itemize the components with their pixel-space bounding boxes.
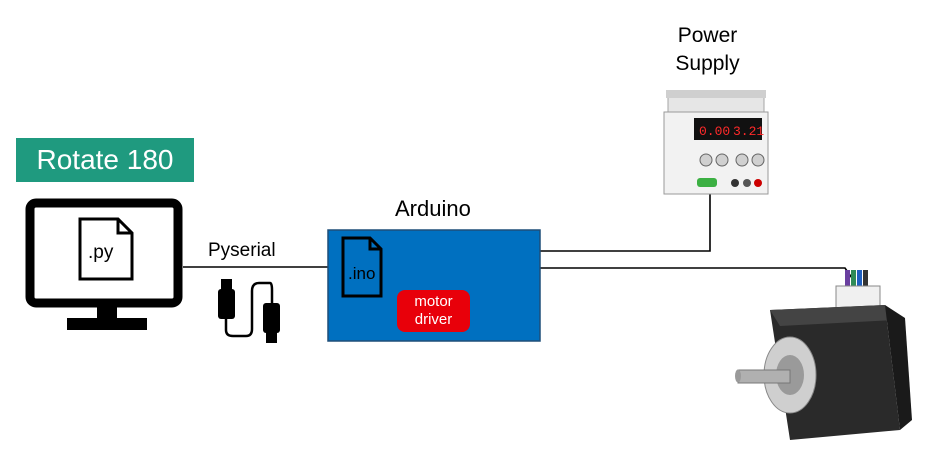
display-right: 3.21	[733, 124, 764, 139]
motor-wire	[540, 267, 853, 279]
computer-monitor-icon	[25, 198, 183, 330]
rotate-badge: Rotate 180	[16, 138, 194, 182]
ino-file-label: .ino	[348, 264, 376, 283]
pyserial-label: Pyserial	[208, 240, 276, 261]
display-left: 0.00	[699, 124, 730, 139]
usb-cable-icon	[218, 279, 280, 343]
stepper-motor-icon	[735, 270, 912, 440]
power-supply-icon: 0.00 3.21	[663, 90, 769, 195]
power-wire	[540, 192, 711, 252]
py-file-label: .py	[88, 242, 114, 263]
arduino-label: Arduino	[395, 196, 471, 221]
